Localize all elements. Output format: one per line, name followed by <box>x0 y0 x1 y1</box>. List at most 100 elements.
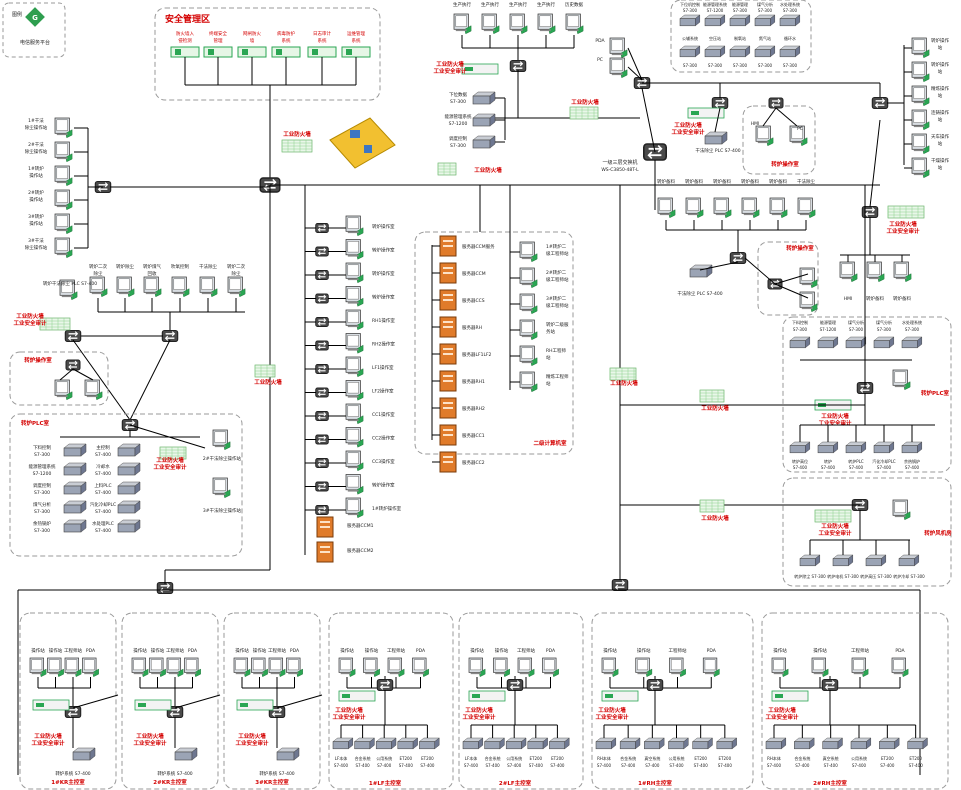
workstation-icon <box>891 657 909 678</box>
firewall-label: 工业防火墙 <box>465 706 493 714</box>
workstation-icon <box>387 657 405 678</box>
server-icon <box>439 343 457 365</box>
firewall-label: 工业防火墙 <box>254 378 282 386</box>
room-label: 转炉操作室 <box>771 160 799 168</box>
workstation-icon <box>453 13 472 35</box>
security-zone-title: 安全管理区 <box>165 13 210 25</box>
workstation-label: 操作站 <box>49 647 63 654</box>
plc-label: 调度控制 <box>33 482 51 489</box>
switch-icon <box>506 678 524 692</box>
workstation-icon <box>481 13 500 35</box>
workstation-label: 操作站 <box>29 220 43 227</box>
workstation-label: 生产执行 <box>509 1 527 8</box>
server-icon <box>439 397 457 419</box>
firewall-label: 工业防火墙 <box>889 220 917 228</box>
plc-label: 转炉冷却 S7-300 <box>893 573 925 579</box>
room-label: 1#KR主控室 <box>51 778 85 786</box>
plc-label: LF本体 <box>465 755 478 761</box>
switch-icon <box>861 205 879 219</box>
plc-label: 能源管理系统 <box>703 1 727 7</box>
led <box>242 49 248 55</box>
server-label: 服务器LF1LF2 <box>462 351 492 358</box>
plc-label: 公辅系统 <box>682 35 698 41</box>
firewall-label: 工业防火墙 <box>674 121 702 129</box>
workstation-label: 1#转炉 <box>28 165 44 172</box>
workstation-icon <box>54 189 73 211</box>
plc-icon <box>779 45 801 58</box>
plc-label: 转炉 <box>824 458 832 464</box>
workstation-label: 历史数据 <box>565 1 583 8</box>
workstation-icon <box>741 197 760 219</box>
workstation-label: 工程师站 <box>166 647 184 654</box>
workstation-icon <box>171 276 190 298</box>
workstation-label: RH2操作室 <box>372 341 395 348</box>
core-switch-label: 一级三层交换机 <box>602 159 637 166</box>
workstation-icon <box>669 657 686 678</box>
device-label: PC <box>797 126 803 132</box>
plc-label: S7-300 <box>733 63 748 68</box>
plc-icon <box>822 737 844 750</box>
workstation-label: 转炉二级服 <box>546 321 569 328</box>
audit-device-icon <box>338 690 376 702</box>
workstation-label: 生产执行 <box>453 1 471 8</box>
plc-icon <box>878 737 900 750</box>
workstation-icon <box>59 279 78 301</box>
plc-label: 转炉高位 <box>792 458 808 464</box>
workstation-icon <box>892 369 911 391</box>
workstation-label: 站 <box>938 92 943 99</box>
plc-icon <box>375 737 397 750</box>
workstation-icon <box>29 657 47 678</box>
switch-icon <box>315 340 329 351</box>
firewall-icon <box>437 162 457 176</box>
workstation-icon <box>166 657 184 678</box>
switch-icon <box>315 364 329 374</box>
zone-border <box>223 612 321 790</box>
workstation-label: 转炉备料 <box>866 295 884 302</box>
workstation-label: 级工程师站 <box>546 302 569 309</box>
room-label: 1#LF主控室 <box>369 779 402 787</box>
workstation-label: 精炼工程师 <box>546 373 569 380</box>
workstation-label: 操作站 <box>235 647 249 654</box>
workstation-icon <box>509 13 528 35</box>
plc-label: S7-400 <box>377 763 392 768</box>
workstation-label: HMI <box>844 296 853 302</box>
plc-label: S7-400 <box>821 465 836 470</box>
plc-label: 氮气站 <box>759 35 771 41</box>
plc-icon <box>689 264 713 278</box>
firewall-icon <box>699 389 725 403</box>
workstation-label: PDA <box>188 648 198 654</box>
workstation-label: 1#转炉操作室 <box>372 505 402 512</box>
plc-icon <box>72 747 96 761</box>
plc-label: S7-400 <box>909 763 924 768</box>
audit-device-icon <box>687 107 725 119</box>
plc-label: 空压站 <box>709 35 721 41</box>
workstation-icon <box>609 37 628 59</box>
led <box>175 49 181 55</box>
workstation-label: 工程师站 <box>851 647 869 654</box>
workstation-label: 转炉除尘 <box>116 263 134 270</box>
plc-icon <box>789 336 811 349</box>
workstation-icon <box>199 276 218 298</box>
workstation-label: 转炉备料 <box>685 178 703 185</box>
workstation-label: 操作站 <box>637 647 651 654</box>
security-device-label: 系统 <box>282 37 291 44</box>
switch-icon <box>268 705 286 719</box>
workstation-label: 转炉备料 <box>713 178 731 185</box>
workstation-label: 转炉备料 <box>741 178 759 185</box>
workstation-label: 除尘操作站 <box>25 244 48 251</box>
zone-border <box>9 413 243 557</box>
plc-label: S7-300 <box>733 8 748 13</box>
plc-label: ET200 <box>421 756 434 761</box>
workstation-label: LF2操作室 <box>372 388 394 395</box>
workstation-icon <box>54 165 73 187</box>
server-label: 服务器CCM服务 <box>462 243 495 250</box>
plc-label: 公用系统 <box>669 755 685 761</box>
security-device-label: 网闸防火 <box>243 30 261 37</box>
room-label: 转炉PLC室 <box>921 389 950 397</box>
zone-border <box>782 316 952 473</box>
plc-icon <box>850 737 872 750</box>
workstation-label: 转炉二次 <box>89 263 107 270</box>
firewall-label: 工业防火墙 <box>16 312 44 320</box>
audit-label: 工业安全审计 <box>671 128 705 136</box>
cloud-zone-icon <box>329 117 396 169</box>
